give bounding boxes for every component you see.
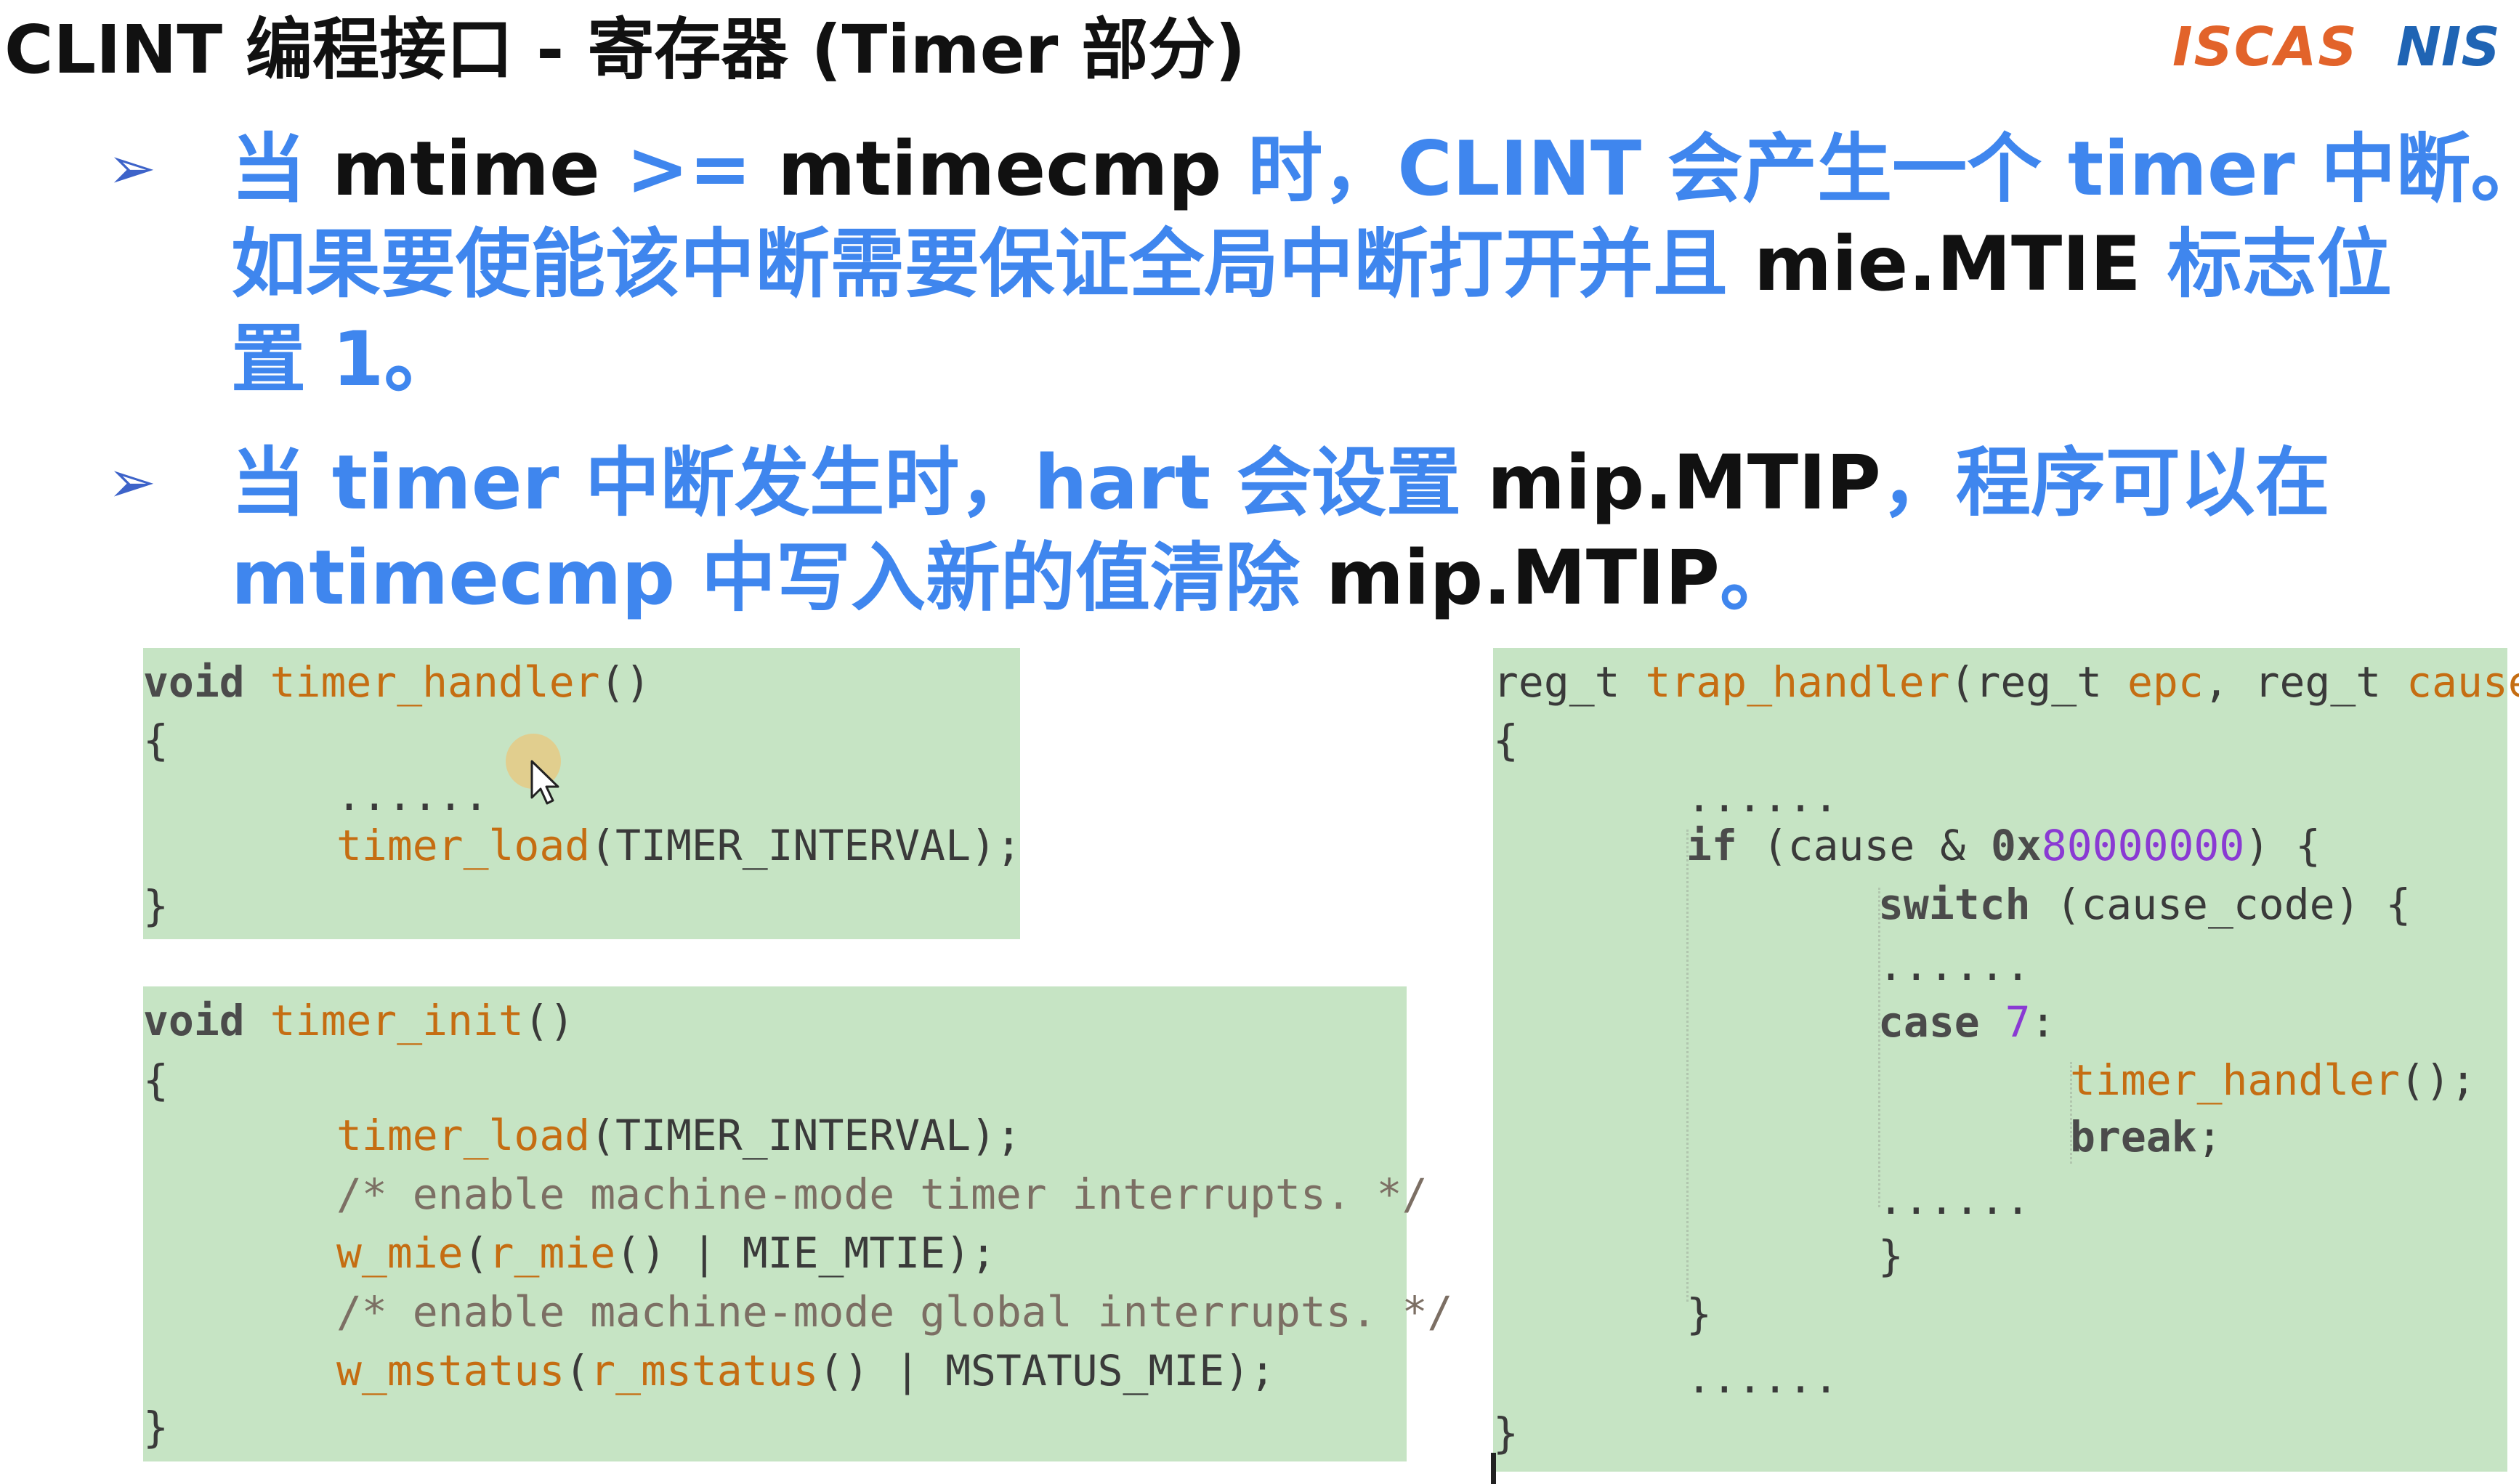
- scroll-indicator: [1491, 1453, 1496, 1484]
- code-line: switch (cause_code) {: [1878, 880, 2411, 929]
- bullet-2-text: 当 timer 中断发生时，hart 会设置 mip.MTIP，程序可以在 mt…: [231, 436, 2330, 626]
- bullet-1-text: 当 mtime >= mtimecmp 时，CLINT 会产生一个 timer …: [231, 122, 2519, 408]
- code-line: /* enable machine-mode global interrupts…: [336, 1287, 1453, 1337]
- bullet-2-line-2: mtimecmp 中写入新的值清除 mip.MTIP。: [231, 535, 1795, 622]
- code-line: }: [1686, 1289, 1712, 1339]
- code-line: ......: [1686, 772, 1839, 822]
- code-line: /* enable machine-mode timer interrupts.…: [336, 1169, 1428, 1219]
- code-line: ......: [1686, 1353, 1839, 1403]
- code-line: }: [143, 881, 169, 930]
- code-line: }: [1493, 1408, 1519, 1458]
- code-line: {: [143, 1055, 169, 1105]
- code-line: ......: [1878, 1175, 2031, 1224]
- code-line: void timer_init(): [143, 996, 575, 1045]
- code-line: {: [1493, 715, 1519, 765]
- indent-guide: [1878, 888, 1880, 1207]
- indent-guide: [1686, 830, 1689, 1302]
- code-block-trap-handler: reg_t trap_handler(reg_t epc, reg_t caus…: [1493, 648, 2519, 1472]
- code-line: void timer_handler(): [143, 657, 651, 707]
- bullet-1-line-3: 置 1。: [231, 316, 459, 403]
- code-line: timer_handler();: [2070, 1055, 2476, 1105]
- code-line: reg_t trap_handler(reg_t epc, reg_t caus…: [1493, 657, 2519, 707]
- bullet-1-line-2: 如果要使能该中断需要保证全局中断打开并且 mie.MTIE 标志位: [231, 221, 2392, 308]
- code-line: ......: [1878, 941, 2031, 990]
- code-line: case 7:: [1878, 997, 2056, 1047]
- code-line: }: [1878, 1231, 1904, 1281]
- bullet-arrow-icon: ➢: [108, 134, 157, 202]
- bullet-arrow-icon: ➢: [108, 448, 157, 516]
- bullet-1-line-1: 当 mtime >= mtimecmp 时，CLINT 会产生一个 timer …: [231, 126, 2519, 213]
- code-block-timer-handler: void timer_handler() { ...... timer_load…: [143, 648, 1022, 939]
- code-line: break;: [2070, 1112, 2223, 1161]
- mouse-pointer-icon: [530, 760, 559, 805]
- code-line: ......: [336, 771, 489, 820]
- code-line: w_mie(r_mie() | MIE_MTIE);: [336, 1228, 996, 1278]
- nis-logo: NIS: [2396, 16, 2500, 78]
- code-line: w_mstatus(r_mstatus() | MSTATUS_MIE);: [336, 1346, 1276, 1395]
- code-line: }: [143, 1403, 169, 1452]
- code-line: timer_load(TIMER_INTERVAL);: [336, 1111, 1022, 1160]
- iscas-logo: ISCAS: [2172, 16, 2358, 78]
- code-block-timer-init: void timer_init() { timer_load(TIMER_INT…: [143, 986, 1452, 1461]
- code-line: {: [143, 715, 169, 765]
- code-line: timer_load(TIMER_INTERVAL);: [336, 821, 1022, 870]
- indent-guide: [2070, 1062, 2072, 1164]
- bullet-2-line-1: 当 timer 中断发生时，hart 会设置 mip.MTIP，程序可以在: [231, 439, 2330, 527]
- code-line: if (cause & 0x80000000) {: [1686, 821, 2321, 870]
- slide-title: CLINT 编程接口 - 寄存器 (Timer 部分): [4, 11, 1246, 89]
